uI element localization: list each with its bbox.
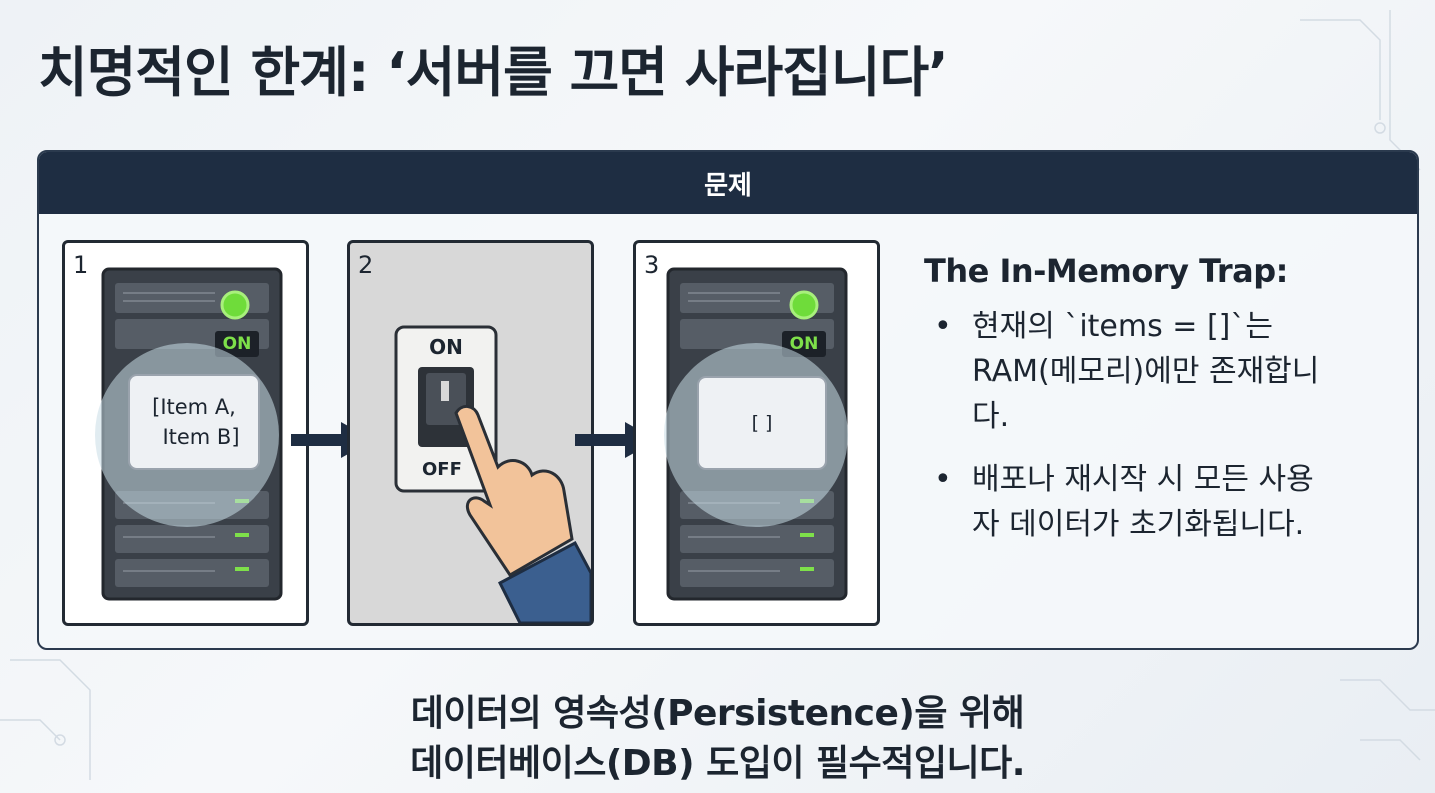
list-item: • 현재의 `items = []`는 RAM(메모리)에만 존재합니다. bbox=[924, 304, 1332, 439]
led-indicator bbox=[789, 290, 819, 320]
list-item: • 배포나 재시작 시 모든 사용자 데이터가 초기화됩니다. bbox=[924, 457, 1332, 547]
status-label-on: ON bbox=[789, 334, 819, 354]
bullet-icon: • bbox=[934, 462, 952, 497]
step-number: 1 bbox=[73, 251, 89, 279]
step-number: 2 bbox=[358, 251, 374, 279]
server-rack-icon bbox=[95, 267, 283, 601]
panel-header: 문제 bbox=[39, 152, 1417, 214]
in-memory-trap-section: The In-Memory Trap: • 현재의 `items = []`는 R… bbox=[924, 252, 1404, 565]
page-title: 치명적인 한계: ‘서버를 끄면 사라집니다’ bbox=[38, 41, 949, 104]
bullet-icon: • bbox=[934, 309, 952, 344]
power-switch-icon bbox=[394, 325, 591, 623]
bullet-text: 배포나 재시작 시 모든 사용자 데이터가 초기화됩니다. bbox=[972, 462, 1314, 542]
bullet-text: 현재의 `items = []`는 RAM(메모리)에만 존재합니다. bbox=[972, 309, 1320, 434]
trap-title: The In-Memory Trap: bbox=[924, 252, 1288, 290]
problem-panel: 문제 1 bbox=[37, 150, 1419, 650]
trap-bullet-list: • 현재의 `items = []`는 RAM(메모리)에만 존재합니다. • 배포… bbox=[924, 304, 1404, 547]
step-3-card: 3 ON [ bbox=[633, 240, 880, 626]
switch-on-label: ON bbox=[429, 335, 463, 359]
memory-empty: [ ] bbox=[751, 412, 773, 434]
memory-contents: [Item A, Item B] bbox=[129, 375, 259, 469]
step-2-card: 2 ON OFF bbox=[347, 240, 594, 626]
step-1-card: 1 ON bbox=[62, 240, 309, 626]
conclusion-line-2: 데이터베이스(DB) 도입이 필수적입니다. bbox=[410, 743, 1025, 784]
server-rack-icon bbox=[664, 267, 848, 601]
status-label-on: ON bbox=[222, 334, 252, 354]
memory-line-1: [Item A, bbox=[152, 395, 236, 419]
pointing-hand-icon bbox=[454, 405, 591, 623]
conclusion-line-1: 데이터의 영속성(Persistence)을 위해 bbox=[410, 693, 1025, 734]
memory-line-2: Item B] bbox=[162, 425, 240, 449]
step-number: 3 bbox=[644, 251, 660, 279]
switch-off-label: OFF bbox=[422, 459, 462, 480]
led-indicator bbox=[220, 290, 250, 320]
